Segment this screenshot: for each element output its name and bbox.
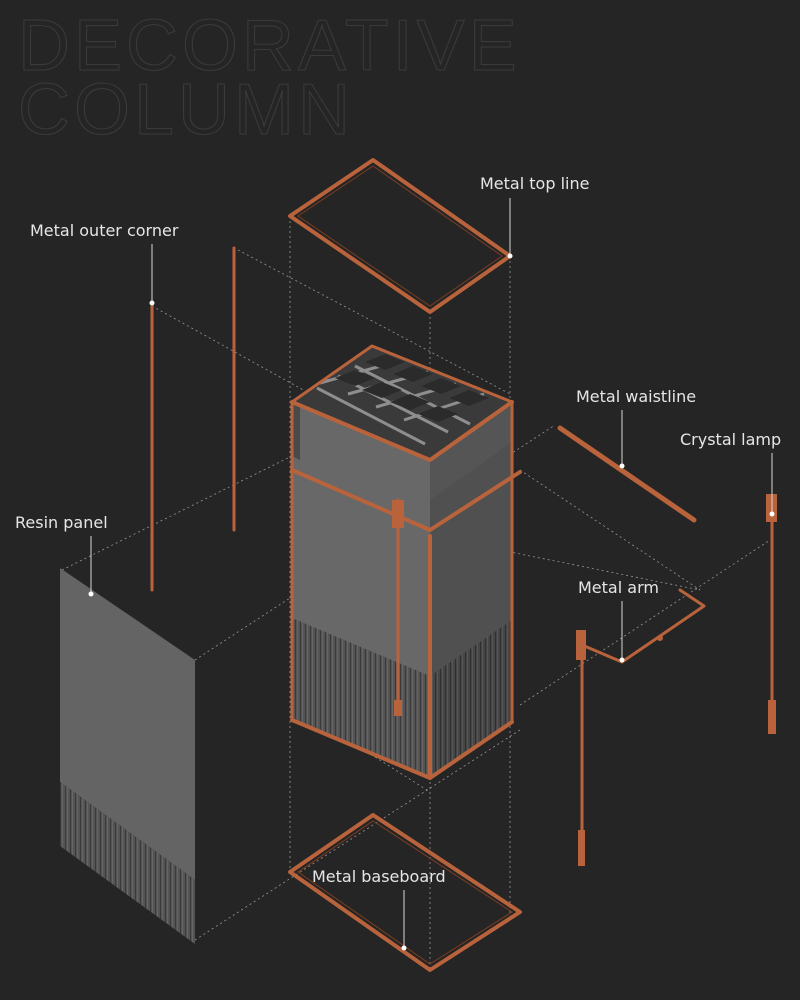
label-resin-panel-text: Resin panel <box>15 513 108 532</box>
label-crystal-lamp: Crystal lamp <box>680 430 781 517</box>
label-metal-arm: Metal arm <box>578 578 659 663</box>
resin-panel-part <box>60 568 195 944</box>
label-metal-waistline: Metal waistline <box>576 387 696 469</box>
title-line-1: DECORATIVE <box>18 6 521 86</box>
metal-arm-part <box>576 588 706 866</box>
metal-baseboard-part <box>288 813 522 972</box>
label-resin-panel: Resin panel <box>15 513 108 597</box>
label-metal-baseboard-text: Metal baseboard <box>312 867 446 886</box>
title-line-2: COLUMN <box>18 70 354 150</box>
crystal-lamp-part <box>766 494 777 734</box>
label-metal-top-line-text: Metal top line <box>480 174 589 193</box>
metal-outer-corner-part <box>150 246 236 592</box>
label-metal-baseboard: Metal baseboard <box>312 867 446 951</box>
column-body <box>290 344 522 780</box>
label-metal-outer-corner: Metal outer corner <box>30 221 179 306</box>
label-crystal-lamp-text: Crystal lamp <box>680 430 781 449</box>
metal-waistline-part <box>557 425 697 523</box>
label-metal-waistline-text: Metal waistline <box>576 387 696 406</box>
label-metal-arm-text: Metal arm <box>578 578 659 597</box>
label-metal-top-line: Metal top line <box>480 174 589 259</box>
metal-top-line-part <box>288 158 512 314</box>
label-metal-outer-corner-text: Metal outer corner <box>30 221 179 240</box>
